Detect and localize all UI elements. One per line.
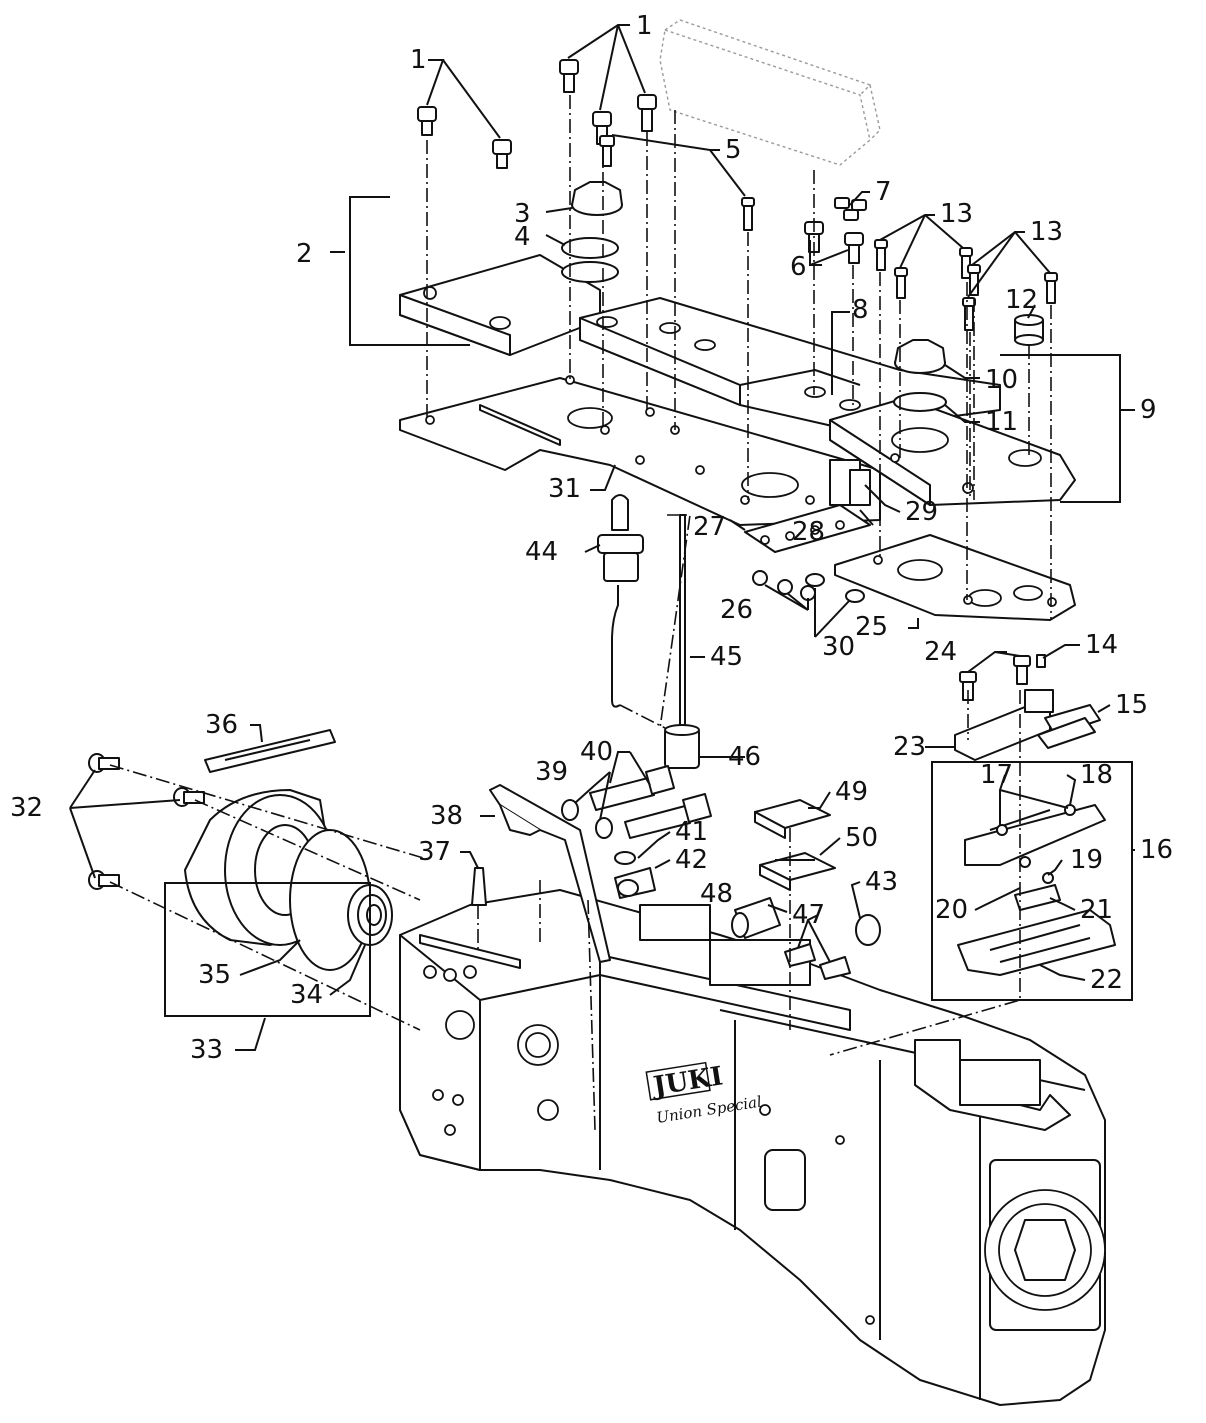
parts-41-42 bbox=[614, 851, 656, 899]
cap-12 bbox=[1014, 314, 1044, 346]
plate-25 bbox=[834, 534, 1076, 621]
plug-43 bbox=[855, 914, 881, 946]
callout-27: 27 bbox=[693, 512, 726, 542]
callout-30: 30 bbox=[822, 632, 855, 662]
screws-32 bbox=[88, 753, 205, 890]
callout-2: 2 bbox=[296, 239, 313, 269]
callout-12: 12 bbox=[1005, 285, 1038, 315]
callout-24: 24 bbox=[924, 637, 957, 667]
plate-31 bbox=[399, 375, 881, 526]
lever-38 bbox=[489, 784, 611, 963]
callout-17: 17 bbox=[980, 760, 1013, 790]
callout-20: 20 bbox=[935, 895, 968, 925]
bolts-40-washers-39 bbox=[561, 765, 712, 839]
callout-4: 4 bbox=[514, 222, 531, 252]
callout-46: 46 bbox=[728, 742, 761, 772]
callout-36: 36 bbox=[205, 710, 238, 740]
callout-38: 38 bbox=[430, 801, 463, 831]
brand-logo: JUKI Union Special bbox=[645, 1061, 763, 1127]
callout-43: 43 bbox=[865, 867, 898, 897]
spring-plate-27 bbox=[744, 459, 871, 553]
phantom-cover bbox=[659, 19, 881, 166]
callout-1a: 1 bbox=[410, 45, 427, 75]
pin-37 bbox=[471, 867, 487, 906]
cover-plate-9 bbox=[829, 397, 1076, 506]
callout-34: 34 bbox=[290, 980, 323, 1010]
callout-42: 42 bbox=[675, 845, 708, 875]
oil-cap-10 bbox=[893, 339, 947, 412]
looper-assembly-16 bbox=[957, 804, 1116, 976]
alignment-lines bbox=[109, 95, 1052, 1131]
callout-6: 6 bbox=[790, 252, 807, 282]
callout-1b: 1 bbox=[636, 11, 653, 41]
callout-13a: 13 bbox=[940, 199, 973, 229]
callout-41: 41 bbox=[675, 817, 708, 847]
pads-49-50 bbox=[754, 799, 836, 891]
oil-wick-44 bbox=[597, 494, 644, 708]
callout-5: 5 bbox=[725, 135, 742, 165]
callout-35: 35 bbox=[198, 960, 231, 990]
callout-28: 28 bbox=[792, 517, 825, 547]
callout-50: 50 bbox=[845, 823, 878, 853]
callout-25: 25 bbox=[855, 612, 888, 642]
oil-cap-3 bbox=[561, 181, 623, 283]
rod-45 bbox=[664, 514, 700, 769]
callout-9: 9 bbox=[1140, 395, 1157, 425]
callout-33: 33 bbox=[190, 1035, 223, 1065]
callout-48: 48 bbox=[700, 879, 733, 909]
callout-45: 45 bbox=[710, 642, 743, 672]
screws-47 bbox=[784, 943, 851, 980]
callout-23: 23 bbox=[893, 732, 926, 762]
callout-15: 15 bbox=[1115, 690, 1148, 720]
callout-7: 7 bbox=[875, 177, 892, 207]
callout-47: 47 bbox=[792, 900, 825, 930]
screws-26-washers-30 bbox=[752, 570, 865, 603]
callout-49: 49 bbox=[835, 777, 868, 807]
callout-29: 29 bbox=[905, 497, 938, 527]
callout-26: 26 bbox=[720, 595, 753, 625]
callout-18: 18 bbox=[1080, 760, 1113, 790]
callout-37: 37 bbox=[418, 837, 451, 867]
leader-lines bbox=[69, 24, 1135, 1051]
callout-11: 11 bbox=[985, 407, 1018, 437]
callout-8: 8 bbox=[852, 295, 869, 325]
callout-10: 10 bbox=[985, 365, 1018, 395]
screws-top bbox=[417, 59, 1058, 331]
callout-13b: 13 bbox=[1030, 217, 1063, 247]
callout-frames bbox=[164, 196, 1133, 1017]
middle-plate bbox=[579, 297, 1001, 431]
callout-40: 40 bbox=[580, 737, 613, 767]
callout-44: 44 bbox=[525, 537, 558, 567]
callout-19: 19 bbox=[1070, 845, 1103, 875]
callout-3: 3 bbox=[514, 199, 531, 229]
callout-21: 21 bbox=[1080, 895, 1113, 925]
callout-39: 39 bbox=[535, 757, 568, 787]
callout-32: 32 bbox=[10, 793, 43, 823]
callout-31: 31 bbox=[548, 474, 581, 504]
bracket-23 bbox=[954, 654, 1101, 761]
machine-arm-body: JUKI Union Special bbox=[399, 889, 1106, 1406]
callout-labels: 1 1 2 3 4 5 6 7 8 9 10 11 12 13 13 14 15… bbox=[10, 11, 1173, 1065]
callout-14: 14 bbox=[1085, 630, 1118, 660]
label-36 bbox=[204, 729, 336, 773]
bushing-48 bbox=[731, 897, 781, 939]
bearing-assembly-33 bbox=[184, 789, 393, 971]
callout-22: 22 bbox=[1090, 965, 1123, 995]
callout-16: 16 bbox=[1140, 835, 1173, 865]
